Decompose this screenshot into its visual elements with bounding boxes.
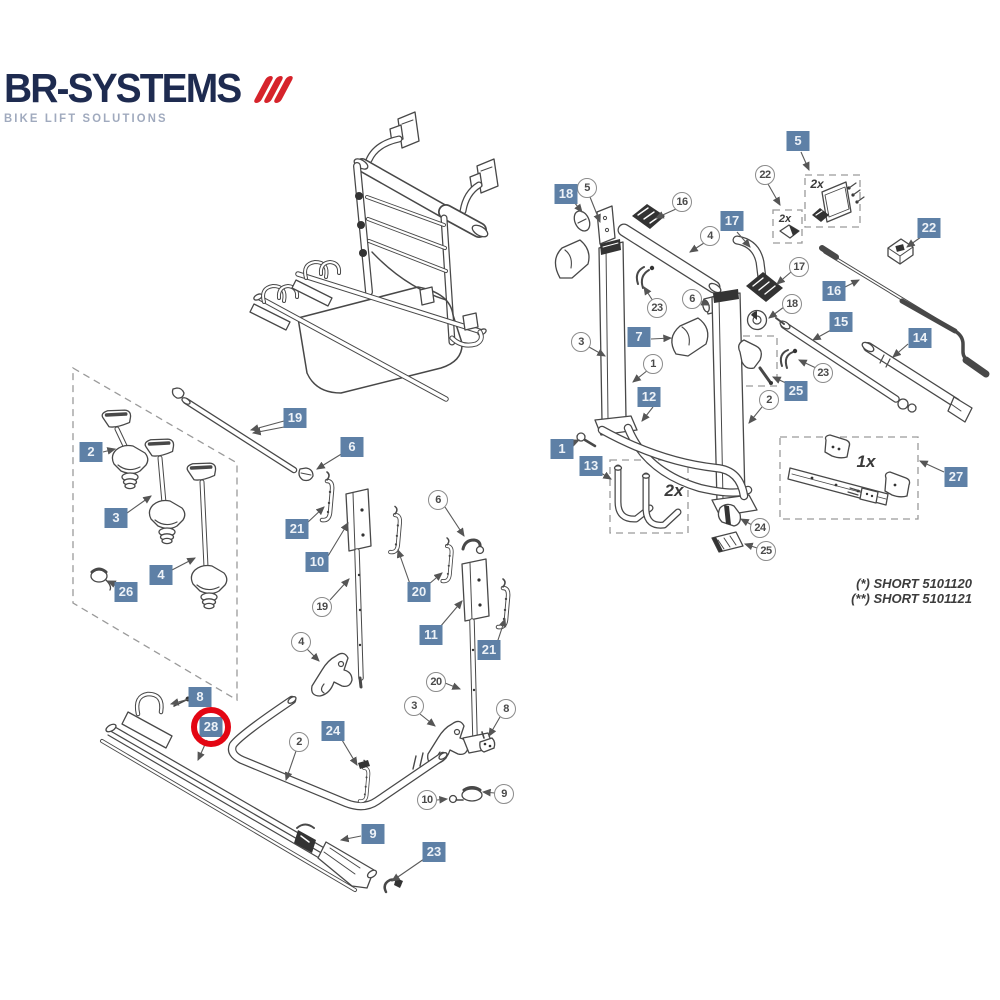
callout-6: 6 <box>428 490 448 510</box>
part-label-6: 6 <box>340 437 364 457</box>
callout-25: 25 <box>756 541 776 561</box>
callout-1: 1 <box>643 354 663 374</box>
brand-logo: BR-SYSTEMS BIKE LIFT SOLUTIONS <box>4 65 294 125</box>
part-label-21: 21 <box>285 519 309 539</box>
variant-notes: (*) SHORT 5101120 (**) SHORT 5101121 <box>851 576 972 606</box>
callout-20: 20 <box>426 672 446 692</box>
callout-23: 23 <box>647 298 667 318</box>
part-label-12: 12 <box>637 387 661 407</box>
quantity-tag: 2x <box>778 213 792 225</box>
exploded-upper-right-drawing <box>554 181 990 553</box>
part-label-9: 9 <box>361 824 385 844</box>
callout-17: 17 <box>789 257 809 277</box>
quantity-tag: 2x <box>810 177 824 191</box>
callout-8: 8 <box>496 699 516 719</box>
part-label-24: 24 <box>321 721 345 741</box>
part-label-19: 19 <box>283 408 307 428</box>
part-label-5: 5 <box>786 131 810 151</box>
callout-2: 2 <box>759 390 779 410</box>
callout-18: 18 <box>782 294 802 314</box>
part-label-13: 13 <box>579 456 603 476</box>
part-label-18: 18 <box>554 184 578 204</box>
part-label-17: 17 <box>720 211 744 231</box>
callout-16: 16 <box>672 192 692 212</box>
callout-23: 23 <box>813 363 833 383</box>
note-short-1: (*) SHORT 5101120 <box>856 576 972 591</box>
part-label-8: 8 <box>188 687 212 707</box>
part-label-10: 10 <box>305 552 329 572</box>
part-label-23: 23 <box>422 842 446 862</box>
callout-6: 6 <box>682 289 702 309</box>
part-label-3: 3 <box>104 508 128 528</box>
note-short-2: (**) SHORT 5101121 <box>851 590 972 606</box>
part-label-21: 21 <box>477 640 501 660</box>
quantity-tag: 2x <box>664 481 684 500</box>
part-label-2: 2 <box>79 442 103 462</box>
highlight-ring <box>191 707 231 747</box>
part-label-22: 22 <box>917 218 941 238</box>
part-label-11: 11 <box>419 625 443 645</box>
part-label-1: 1 <box>550 439 574 459</box>
callout-22: 22 <box>755 165 775 185</box>
callout-5: 5 <box>577 178 597 198</box>
dashed-group-boxes <box>72 174 919 702</box>
leader-lines <box>102 151 945 882</box>
part-label-16: 16 <box>822 281 846 301</box>
part-label-15: 15 <box>829 312 853 332</box>
callout-4: 4 <box>700 226 720 246</box>
brand-subtitle: BIKE LIFT SOLUTIONS <box>4 113 168 125</box>
part-label-20: 20 <box>407 582 431 602</box>
callout-3: 3 <box>571 332 591 352</box>
part-label-4: 4 <box>149 565 173 585</box>
callout-9: 9 <box>494 784 514 804</box>
part-label-25: 25 <box>784 381 808 401</box>
part-label-14: 14 <box>908 328 932 348</box>
callout-10: 10 <box>417 790 437 810</box>
part-label-26: 26 <box>114 582 138 602</box>
callout-24: 24 <box>750 518 770 538</box>
callout-19: 19 <box>312 597 332 617</box>
brand-title: BR-SYSTEMS <box>4 65 242 111</box>
quantity-tag: 1x <box>856 452 876 471</box>
exploded-lower-left-drawing <box>90 387 508 894</box>
callout-2: 2 <box>289 732 309 752</box>
part-label-27: 27 <box>944 467 968 487</box>
part-label-7: 7 <box>627 327 651 347</box>
assembled-unit-drawing <box>248 111 499 402</box>
callout-4: 4 <box>291 632 311 652</box>
callout-3: 3 <box>404 696 424 716</box>
